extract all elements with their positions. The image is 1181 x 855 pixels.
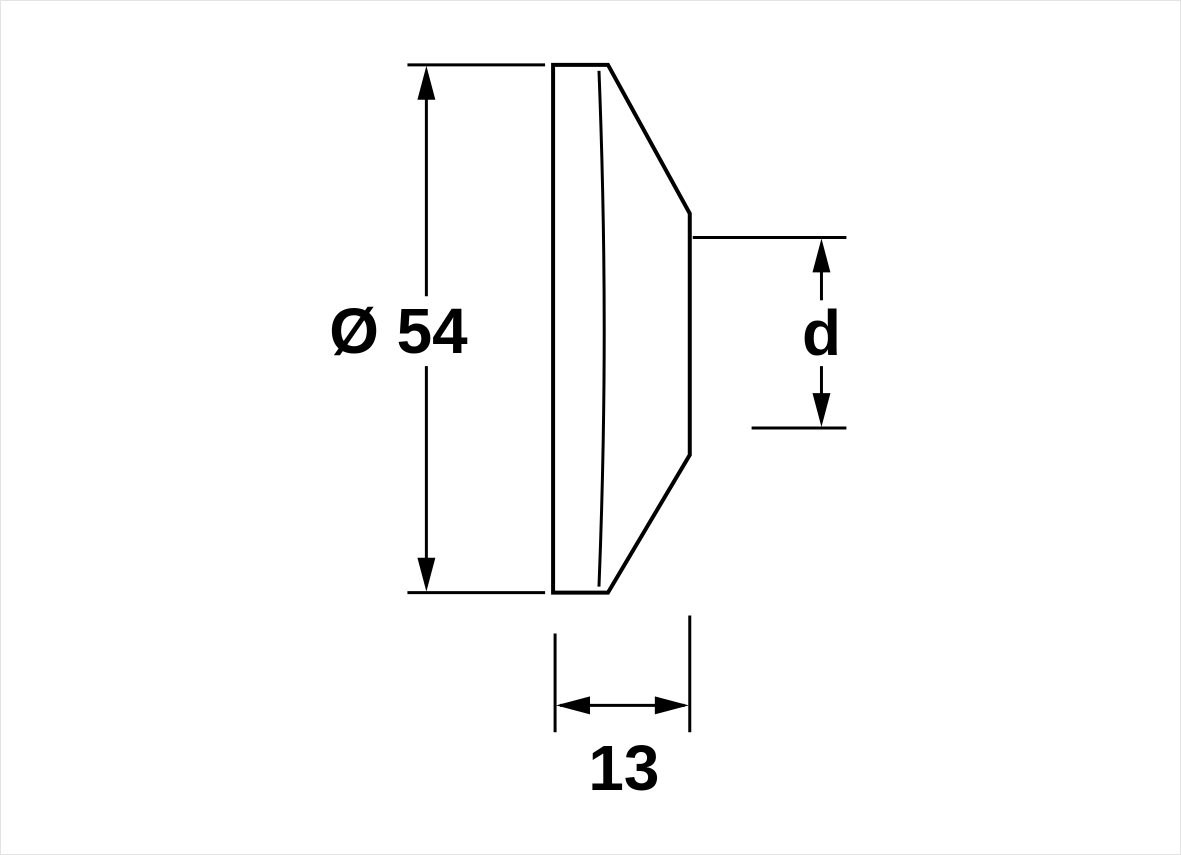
- arrowhead-up-icon: [417, 65, 436, 100]
- dimension-outer-diameter: Ø 54: [329, 63, 546, 595]
- part-outline: [551, 62, 692, 595]
- arrowhead-down-icon: [812, 393, 831, 428]
- arrowhead-left-icon: [556, 696, 591, 715]
- arrowhead-down-icon: [417, 557, 436, 592]
- dimension-depth: 13: [553, 615, 692, 804]
- dimension-inner-diameter: d: [692, 235, 847, 430]
- dimension-label-inner-diameter: d: [802, 297, 841, 369]
- disc-face-line: [597, 70, 606, 587]
- dimension-label-outer-diameter: Ø 54: [329, 295, 468, 367]
- dimension-label-depth: 13: [588, 732, 659, 804]
- arrowhead-right-icon: [654, 696, 689, 715]
- arrowhead-up-icon: [812, 238, 831, 273]
- part-geometry: [551, 62, 692, 595]
